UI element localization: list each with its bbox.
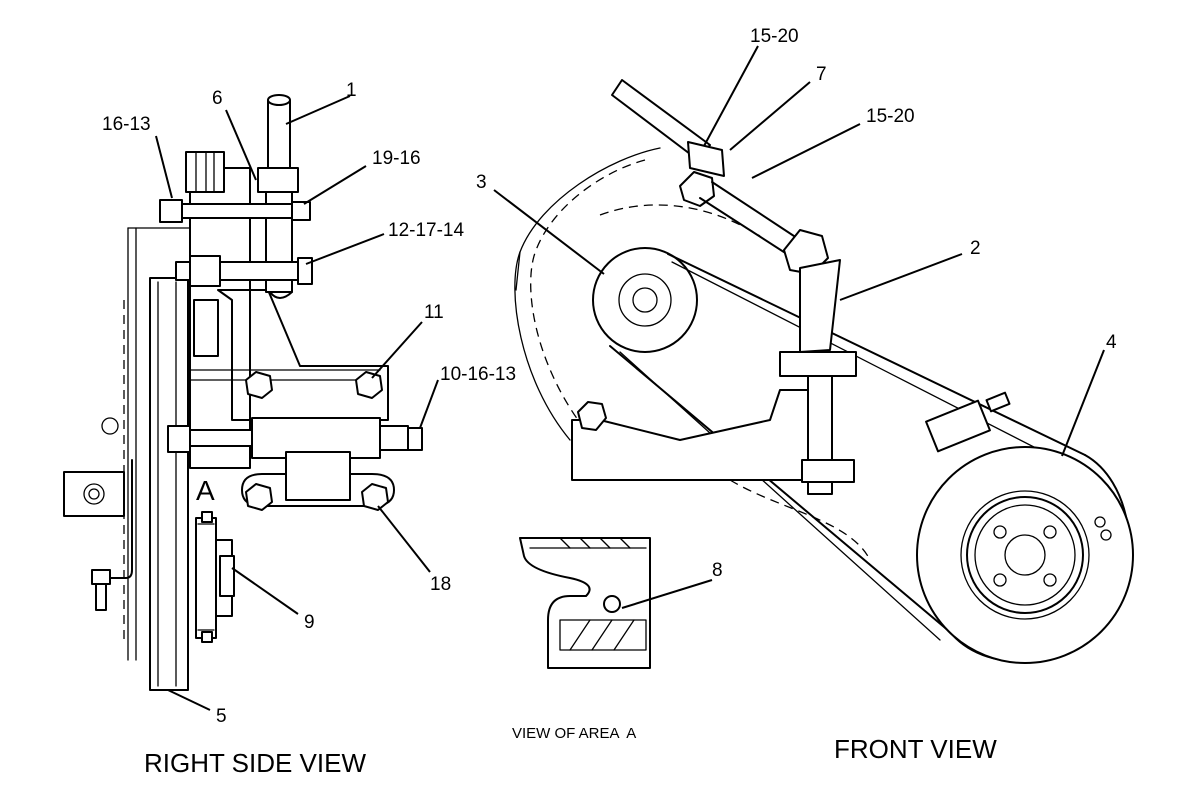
- belt-guard-outline: [514, 147, 761, 441]
- callout-2: 2: [970, 238, 981, 259]
- large-pulley: [916, 446, 1134, 664]
- callout-11: 11: [424, 302, 444, 323]
- leader-lines: [155, 45, 1105, 711]
- right-side-view: [63, 94, 423, 691]
- callout-19-16: 19-16: [372, 148, 421, 169]
- bearing-assembly: [195, 511, 235, 643]
- callout-10-16-13: 10-16-13: [440, 364, 516, 385]
- tensioner-block: [241, 371, 395, 511]
- callout-5: 5: [216, 706, 227, 727]
- small-pulley: [592, 247, 698, 353]
- pulley-side-profile: [123, 227, 197, 691]
- front-view: [514, 79, 1134, 664]
- callout-15-20-mid: 15-20: [866, 106, 915, 127]
- callout-4: 4: [1106, 332, 1117, 353]
- callout-3: 3: [476, 172, 487, 193]
- area-a-marker: A: [196, 475, 215, 506]
- callout-6: 6: [212, 88, 223, 109]
- callout-1: 1: [346, 80, 357, 101]
- tensioner-arm: [611, 79, 841, 353]
- right-side-view-title: RIGHT SIDE VIEW: [144, 748, 366, 778]
- callout-12-17-14: 12-17-14: [388, 220, 464, 241]
- callout-8: 8: [712, 560, 723, 581]
- front-bracket: [571, 351, 1011, 561]
- callout-16-13: 16-13: [102, 114, 151, 135]
- callout-15-20-top: 15-20: [750, 26, 799, 47]
- side-clamp: [63, 417, 133, 611]
- callout-labels: 1 6 16-13 19-16 12-17-14 11 10-16-13 18 …: [102, 26, 1117, 727]
- callout-9: 9: [304, 612, 315, 633]
- front-view-title: FRONT VIEW: [834, 734, 997, 764]
- view-titles: RIGHT SIDE VIEW FRONT VIEW VIEW OF AREA …: [144, 725, 997, 778]
- callout-18: 18: [430, 574, 451, 595]
- area-a-view-title: VIEW OF AREA A: [512, 725, 636, 742]
- area-a-detail: [519, 537, 651, 669]
- callout-7: 7: [816, 64, 827, 85]
